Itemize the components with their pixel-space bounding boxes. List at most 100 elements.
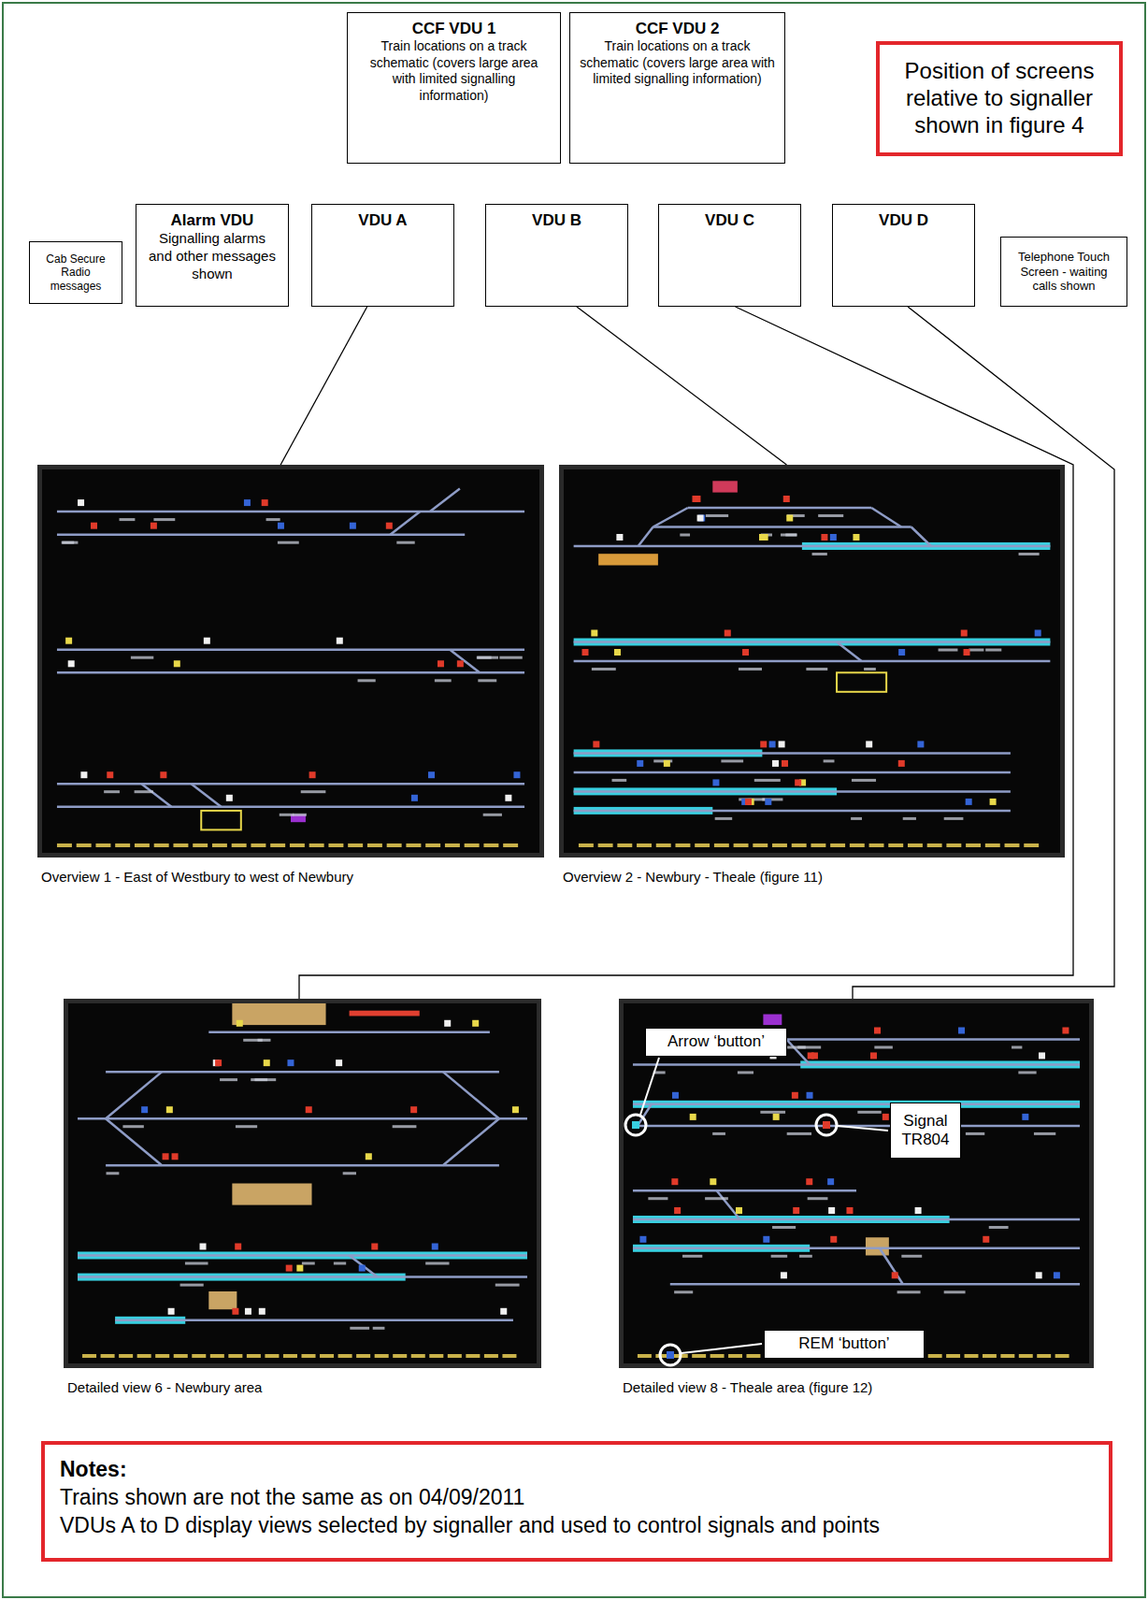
track-line <box>105 1163 500 1167</box>
track-line <box>389 511 420 535</box>
route-highlight <box>574 638 1051 646</box>
track-line <box>443 1118 500 1165</box>
track-line <box>57 671 525 675</box>
monitor-screen <box>68 1003 537 1364</box>
signal-marker <box>457 660 464 667</box>
status-bar <box>76 843 92 847</box>
signal-marker <box>1034 630 1042 637</box>
signal-marker <box>820 533 828 541</box>
signal-marker <box>760 740 767 747</box>
screen-marking <box>425 1262 449 1265</box>
track-line <box>836 642 862 662</box>
monitor-bezel <box>559 464 1065 858</box>
status-bar <box>328 843 344 847</box>
note-text: Trains shown are not the same as on 04/0… <box>59 1483 1094 1512</box>
signal-marker <box>778 740 786 747</box>
screen-marking <box>812 552 828 556</box>
signal-marker <box>590 630 598 637</box>
signal-marker <box>200 1243 207 1250</box>
status-bar <box>888 843 904 847</box>
screen-marking <box>1018 552 1040 556</box>
screen-marking <box>817 514 844 517</box>
screen-marking <box>349 1326 370 1330</box>
status-bar <box>392 1353 407 1358</box>
signal-marker <box>965 798 973 805</box>
signal-marker <box>958 1027 965 1034</box>
box-text: Signalling alarms and other messages sho… <box>145 229 279 283</box>
screen-marking <box>805 667 828 671</box>
status-bar <box>907 843 923 847</box>
signal-marker <box>697 515 704 522</box>
box-title: VDU B <box>531 210 582 230</box>
notes-box: Notes:Trains shown are not the same as o… <box>41 1440 1113 1562</box>
signal-marker <box>277 522 285 530</box>
signal-marker <box>917 740 924 747</box>
screen-marking <box>266 517 281 521</box>
status-bar <box>246 1353 261 1358</box>
signal-marker <box>203 637 211 645</box>
status-bar <box>212 843 228 847</box>
signal-marker <box>773 1113 780 1120</box>
signal-marker <box>769 740 776 747</box>
screen-marking <box>968 648 984 652</box>
signal-marker <box>982 1235 990 1243</box>
screen-marking <box>823 759 835 762</box>
track-line <box>632 1124 1080 1128</box>
track-line <box>449 649 480 674</box>
status-bar <box>674 843 690 847</box>
track-line <box>632 1189 857 1192</box>
screen-block <box>836 672 887 692</box>
monitor-screen <box>563 469 1061 853</box>
box-text: Cab Secure Radio messages <box>35 252 116 293</box>
track-line <box>57 532 465 536</box>
connector-line <box>299 306 1074 999</box>
screen-marking <box>863 667 876 671</box>
status-bar <box>301 1353 316 1358</box>
signal-marker <box>77 499 85 506</box>
signal-marker <box>90 522 98 530</box>
screen-marking <box>301 789 327 793</box>
signal-marker <box>243 499 251 506</box>
highlight-circle <box>625 1114 646 1135</box>
status-bar <box>118 1353 133 1358</box>
note-text: VDUs A to D display views selected by si… <box>59 1511 1094 1540</box>
status-bar <box>1055 1353 1070 1358</box>
screen-photo <box>618 998 1094 1368</box>
screen-marking <box>938 648 959 652</box>
status-bar <box>465 1353 480 1358</box>
track-line <box>632 1247 1080 1250</box>
signal-marker <box>296 1264 303 1272</box>
signal-marker <box>865 740 873 747</box>
signal-marker <box>806 1091 814 1099</box>
screen-marking <box>901 1254 922 1258</box>
highlight-circle <box>660 1344 681 1365</box>
screen-marking <box>772 1225 796 1229</box>
status-bar <box>387 843 402 847</box>
signal-marker <box>870 1051 877 1059</box>
screen-marking <box>434 678 452 682</box>
signal-marker <box>513 771 520 778</box>
screen-marking <box>333 1262 346 1265</box>
track-line <box>574 771 1011 775</box>
signal-marker <box>792 1206 800 1214</box>
status-bar <box>849 843 865 847</box>
status-bar <box>155 1353 170 1358</box>
signal-marker <box>234 1243 242 1250</box>
vdu-box: VDU B <box>485 203 629 307</box>
screen-marking <box>785 533 797 537</box>
screen-marking <box>712 1132 726 1135</box>
status-bar <box>578 843 594 847</box>
screen-marking <box>874 1046 893 1049</box>
status-bar <box>367 843 383 847</box>
screen-marking <box>682 1254 703 1258</box>
monitor-bezel <box>37 464 545 858</box>
screen-block <box>712 480 738 492</box>
screen-marking <box>279 813 295 817</box>
screen-marking <box>103 789 120 793</box>
callout-box: Arrow ‘button’ <box>645 1027 788 1057</box>
status-bar <box>338 1353 353 1358</box>
box-title: VDU D <box>878 210 929 230</box>
screen-marking <box>477 678 497 682</box>
status-bar <box>319 1353 334 1358</box>
screen-marking <box>612 778 628 782</box>
